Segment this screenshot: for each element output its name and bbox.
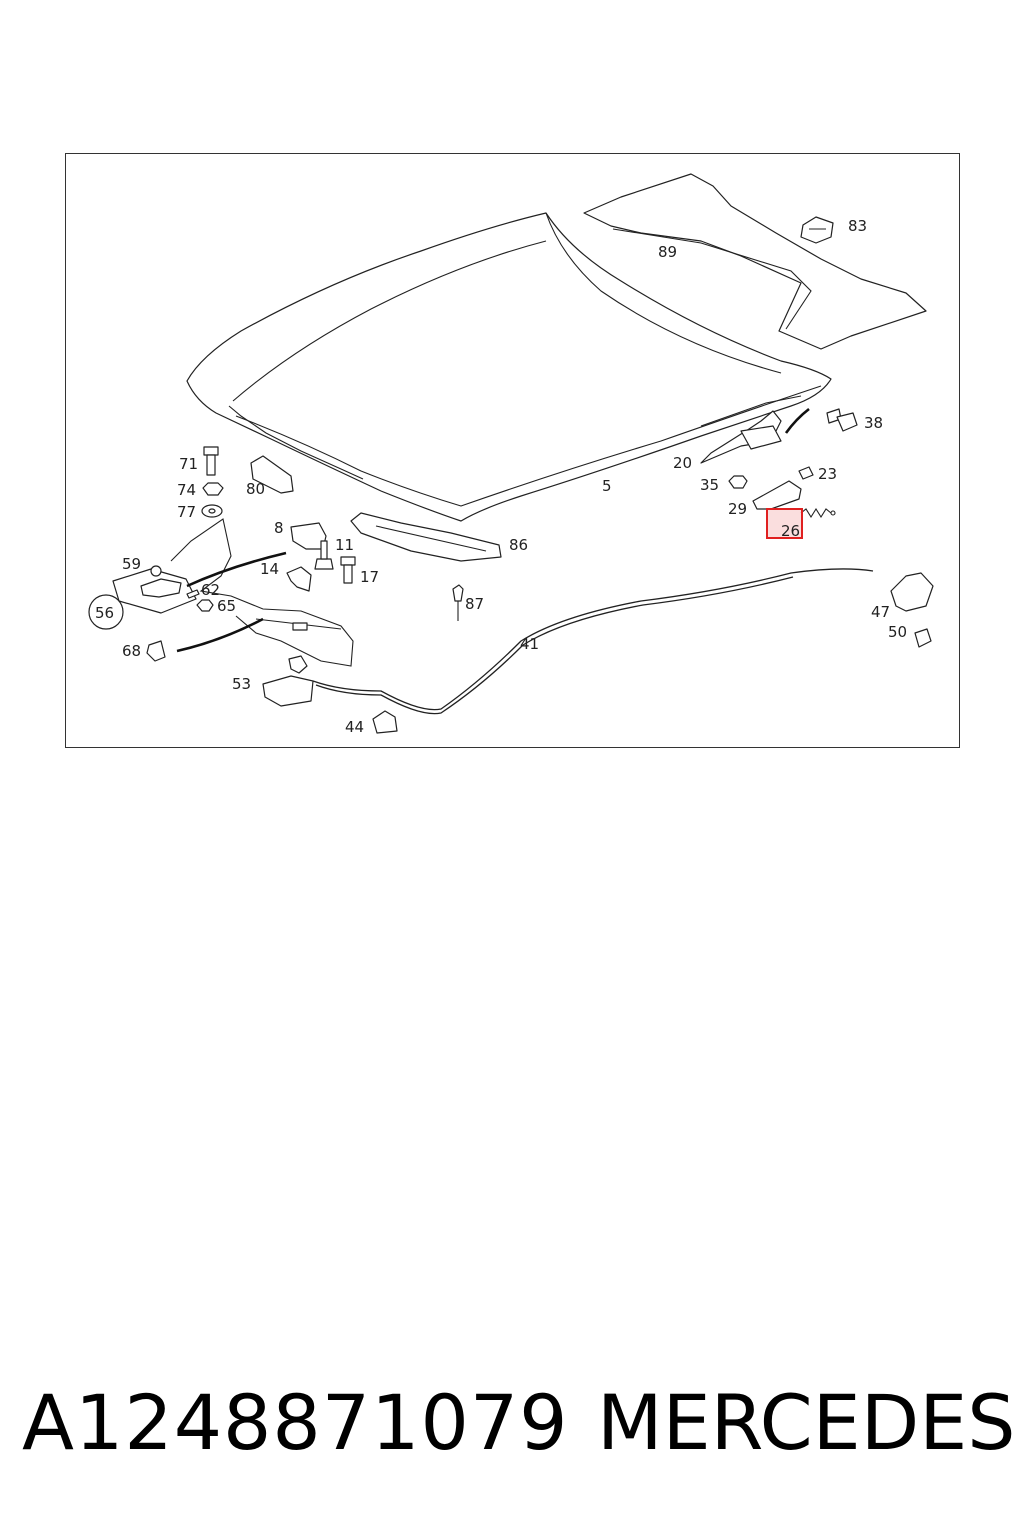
spring-clip-part — [286, 566, 312, 592]
hood-lower-edge-line — [235, 385, 822, 507]
label-53: 53 — [232, 675, 251, 693]
label-8: 8 — [274, 519, 284, 537]
label-74: 74 — [177, 481, 196, 499]
bolt-with-washer-part — [314, 558, 334, 570]
release-cable-part — [312, 568, 874, 711]
label-89: 89 — [658, 243, 677, 261]
label-5: 5 — [602, 477, 612, 495]
label-29: 29 — [728, 500, 747, 518]
lock-nut-part — [196, 599, 214, 612]
nut-part — [202, 482, 224, 496]
hinge-mount-part — [740, 425, 782, 450]
insulation-pad-inner-line — [612, 228, 812, 330]
highlight-box-part-26 — [766, 508, 803, 539]
hinge-nut-part — [728, 475, 748, 489]
hood-rear-channel — [700, 395, 802, 427]
bracket-part — [250, 455, 294, 494]
label-38: 38 — [864, 414, 883, 432]
pin-part — [186, 589, 200, 599]
label-77: 77 — [177, 503, 196, 521]
label-86: 86 — [509, 536, 528, 554]
hood-part — [186, 212, 832, 522]
hood-center-line — [545, 212, 782, 374]
label-41: 41 — [520, 635, 539, 653]
part-number: A1248871079 — [22, 1378, 569, 1467]
shield-outline — [170, 518, 354, 667]
safety-catch-part — [890, 572, 934, 612]
bolt-part — [203, 446, 219, 476]
push-pin-part — [452, 584, 464, 621]
label-47: 47 — [871, 603, 890, 621]
clip-part — [146, 640, 166, 662]
hood-front-edge — [228, 405, 364, 480]
parts-diagram-frame: 89 83 38 5 20 23 35 29 26 71 74 77 80 8 … — [65, 153, 960, 748]
hinge-link-part — [752, 480, 802, 510]
label-50: 50 — [888, 623, 907, 641]
hood-parts-diagram: 89 83 38 5 20 23 35 29 26 71 74 77 80 8 … — [88, 173, 934, 736]
catch-bolt-part — [914, 628, 932, 648]
label-80: 80 — [246, 480, 265, 498]
hood-lock-part — [262, 675, 314, 707]
label-56: 56 — [95, 604, 114, 622]
label-87: 87 — [465, 595, 484, 613]
washer-part — [201, 504, 223, 518]
flange-bolt-part — [826, 408, 858, 432]
product-footer: A1248871079 MERCEDES — [0, 1368, 1024, 1478]
label-20: 20 — [673, 454, 692, 472]
assembly-arrow-upper — [186, 551, 287, 588]
label-11: 11 — [335, 536, 354, 554]
label-65: 65 — [217, 597, 236, 615]
label-14: 14 — [260, 560, 279, 578]
label-62: 62 — [201, 581, 220, 599]
label-59: 59 — [122, 555, 141, 573]
label-68: 68 — [122, 642, 141, 660]
brand-name: MERCEDES — [597, 1378, 1016, 1467]
cable-retainer-part — [372, 710, 398, 734]
insulation-clip-part — [800, 216, 834, 244]
label-44: 44 — [345, 718, 364, 736]
hex-bolt-part — [340, 556, 356, 584]
callout-circle-56 — [88, 594, 124, 630]
label-17: 17 — [360, 568, 379, 586]
hood-insulation-pad-part — [583, 173, 927, 350]
hood-crease-line — [232, 240, 547, 402]
screw-part — [150, 565, 162, 577]
label-35: 35 — [700, 476, 719, 494]
assembly-arrow-lower — [176, 617, 264, 653]
label-71: 71 — [179, 455, 198, 473]
label-26: 26 — [781, 522, 800, 540]
label-23: 23 — [818, 465, 837, 483]
release-lever-part — [140, 578, 182, 598]
hinge-spring-part — [800, 507, 836, 519]
hinge-pin-part — [798, 466, 814, 480]
label-83: 83 — [848, 217, 867, 235]
assembly-arrow-right — [784, 407, 810, 434]
